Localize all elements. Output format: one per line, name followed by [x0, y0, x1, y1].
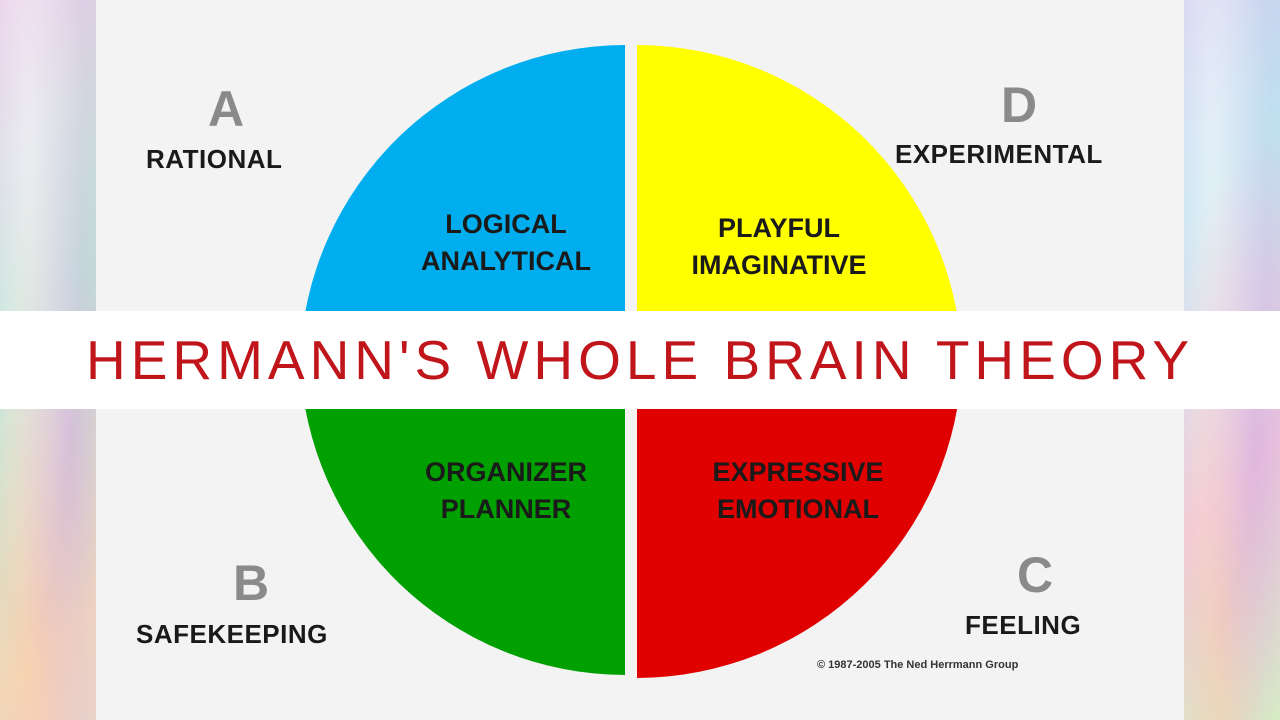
- quadrant-d-line1: PLAYFUL: [717, 213, 840, 243]
- quadrant-a-letter: A: [207, 81, 245, 137]
- quadrant-d-label: EXPERIMENTAL: [895, 139, 1103, 169]
- quadrant-a-line1: LOGICAL: [445, 209, 567, 239]
- quadrant-a-label: RATIONAL: [146, 144, 283, 174]
- quadrant-c-shape: [637, 360, 962, 678]
- page-title: HERMANN'S WHOLE BRAIN THEORY: [85, 329, 1195, 391]
- title-banner: HERMANN'S WHOLE BRAIN THEORY: [0, 311, 1280, 409]
- quadrant-d-shape: [637, 45, 962, 360]
- quadrant-d-letter: D: [1000, 77, 1038, 133]
- quadrant-b-text: ORGANIZER PLANNER: [386, 454, 626, 528]
- quadrant-a-line2: ANALYTICAL: [420, 246, 591, 276]
- quadrant-d-line2: IMAGINATIVE: [691, 250, 867, 280]
- quadrant-d-text: PLAYFUL IMAGINATIVE: [659, 210, 899, 284]
- quadrant-c-text: EXPRESSIVE EMOTIONAL: [678, 454, 918, 528]
- quadrant-c-line1: EXPRESSIVE: [712, 457, 884, 487]
- quadrant-a-text: LOGICAL ANALYTICAL: [386, 206, 626, 280]
- quadrant-c-line2: EMOTIONAL: [717, 494, 879, 524]
- copyright-notice: © 1987-2005 The Ned Herrmann Group: [817, 659, 1019, 671]
- whole-brain-circle: [300, 45, 962, 678]
- quadrant-c-label: FEELING: [965, 610, 1082, 640]
- quadrant-b-line2: PLANNER: [440, 494, 572, 524]
- quadrant-c-letter: C: [1016, 547, 1054, 603]
- quadrant-b-label: SAFEKEEPING: [136, 619, 328, 649]
- quadrant-b-line1: ORGANIZER: [425, 457, 587, 487]
- quadrant-a-shape: [300, 45, 625, 360]
- quadrant-b-shape: [300, 360, 625, 675]
- quadrant-b-letter: B: [232, 555, 270, 611]
